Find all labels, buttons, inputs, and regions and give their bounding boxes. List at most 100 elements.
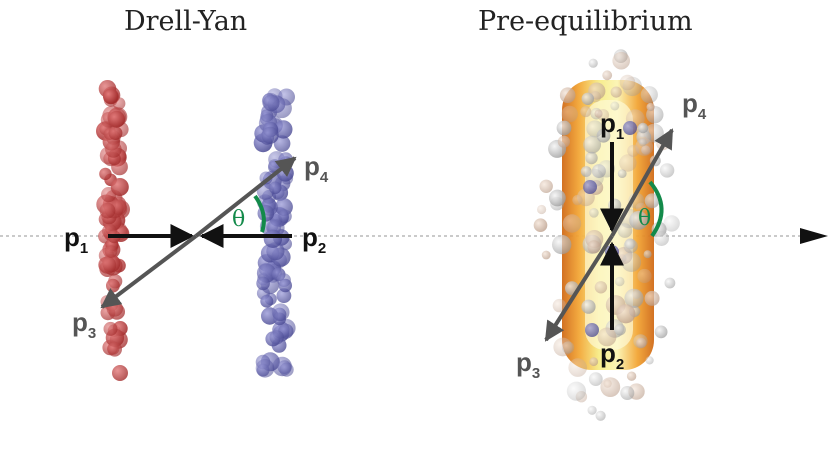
p3-line-left bbox=[100, 234, 198, 309]
hadron-particle bbox=[610, 86, 622, 98]
hadron-particle bbox=[643, 250, 652, 259]
blue-nucleon bbox=[276, 288, 292, 304]
hadron-particle bbox=[561, 341, 575, 354]
blue-nucleon bbox=[278, 278, 292, 293]
hadron-particle bbox=[552, 234, 572, 255]
hadron-particle bbox=[636, 337, 647, 348]
hadron-particle bbox=[561, 105, 578, 123]
blue-nucleon bbox=[271, 303, 290, 322]
parton-marker bbox=[583, 180, 597, 194]
hadron-particle bbox=[663, 215, 680, 232]
label-p1-right: p1 bbox=[600, 108, 624, 143]
label-theta-right: θ bbox=[638, 206, 651, 231]
label-p2-right: p2 bbox=[600, 338, 624, 373]
hadron-particle bbox=[621, 252, 642, 272]
label-p4-left: p4 bbox=[304, 151, 329, 186]
red-nucleon bbox=[107, 342, 122, 357]
hadron-particle bbox=[654, 325, 668, 339]
hadron-particle bbox=[572, 194, 583, 206]
blue-nucleon bbox=[278, 209, 292, 223]
title-drell-yan: Drell-Yan bbox=[124, 6, 248, 37]
hadron-particle bbox=[620, 386, 635, 400]
hadron-particle bbox=[581, 92, 594, 106]
hadron-particle bbox=[640, 86, 658, 104]
blue-nucleon bbox=[268, 181, 282, 195]
label-p1-left: p1 bbox=[64, 222, 88, 257]
hadron-particle bbox=[597, 109, 610, 121]
hadron-particle bbox=[624, 288, 644, 308]
red-nucleon bbox=[110, 178, 129, 196]
hadron-particle bbox=[644, 193, 660, 209]
hadron-particle bbox=[614, 323, 626, 336]
hadron-particle bbox=[597, 327, 617, 347]
hadron-particle bbox=[580, 106, 592, 118]
hadron-particle bbox=[556, 120, 572, 136]
hadron-particle bbox=[644, 290, 660, 306]
hadron-particle bbox=[581, 299, 596, 314]
hadron-particle bbox=[664, 277, 676, 289]
title-pre-equilibrium: Pre-equilibrium bbox=[478, 6, 693, 37]
blue-nucleon bbox=[255, 359, 275, 378]
blue-nucleon bbox=[261, 126, 279, 144]
hadron-particle bbox=[654, 231, 669, 246]
hadron-particle bbox=[549, 189, 566, 207]
hadron-particle bbox=[600, 377, 621, 397]
red-nucleon bbox=[108, 110, 125, 128]
hadron-particle bbox=[559, 87, 576, 103]
hadron-particle bbox=[635, 202, 647, 213]
hadron-particle bbox=[637, 268, 652, 284]
blue-nucleon bbox=[273, 135, 291, 152]
label-p3-left: p3 bbox=[72, 307, 96, 342]
hadron-particle bbox=[566, 381, 587, 401]
hadron-particle bbox=[589, 357, 599, 367]
hadron-particle bbox=[588, 58, 598, 68]
red-nucleon bbox=[106, 278, 120, 293]
p4-line-right bbox=[610, 128, 674, 237]
hadron-particle bbox=[614, 276, 625, 287]
hadron-particle bbox=[533, 218, 548, 232]
hadron-particle bbox=[619, 154, 637, 172]
hadron-particle bbox=[589, 208, 599, 218]
blue-nucleon bbox=[263, 229, 283, 248]
hadron-particle bbox=[623, 239, 638, 254]
blue-nucleon bbox=[256, 276, 270, 291]
hadron-particle bbox=[587, 405, 597, 415]
label-p2-left: p2 bbox=[302, 222, 326, 257]
blue-nucleon bbox=[260, 294, 274, 308]
blue-nucleon bbox=[269, 330, 284, 345]
theta-arc-right bbox=[648, 180, 664, 238]
red-nucleon bbox=[99, 167, 112, 181]
hadron-particle bbox=[585, 151, 598, 165]
hadron-particle bbox=[557, 135, 571, 148]
hadron-particle bbox=[602, 70, 613, 81]
p3-p4-line-left bbox=[194, 156, 297, 238]
red-nucleon bbox=[103, 321, 118, 336]
hadron-particle bbox=[646, 102, 655, 112]
p3-line-right bbox=[544, 234, 614, 342]
red-nucleon bbox=[105, 141, 122, 158]
hadron-particle bbox=[541, 250, 551, 260]
hadron-particle bbox=[629, 211, 648, 230]
hadron-particle bbox=[539, 179, 553, 193]
theta-arc-left bbox=[253, 194, 266, 233]
label-p3-right: p3 bbox=[516, 347, 540, 382]
hadron-particle bbox=[552, 298, 567, 313]
blue-nucleon bbox=[279, 362, 294, 377]
hadron-particle bbox=[537, 204, 547, 215]
label-p4-right: p4 bbox=[682, 88, 707, 123]
hadron-particle bbox=[638, 138, 647, 147]
red-nucleon bbox=[99, 202, 116, 219]
hadron-particle bbox=[610, 101, 620, 111]
hadron-particle bbox=[617, 169, 627, 179]
red-nucleon bbox=[103, 88, 118, 104]
parton-marker bbox=[623, 121, 637, 135]
hadron-particle bbox=[637, 122, 649, 134]
hadron-particle bbox=[588, 372, 603, 386]
hadron-particle bbox=[568, 358, 587, 377]
hadron-particle bbox=[595, 410, 606, 421]
hadron-particle bbox=[594, 281, 608, 294]
hadron-particle bbox=[616, 304, 636, 324]
red-nucleus bbox=[96, 80, 130, 381]
hadron-particle bbox=[583, 135, 601, 154]
